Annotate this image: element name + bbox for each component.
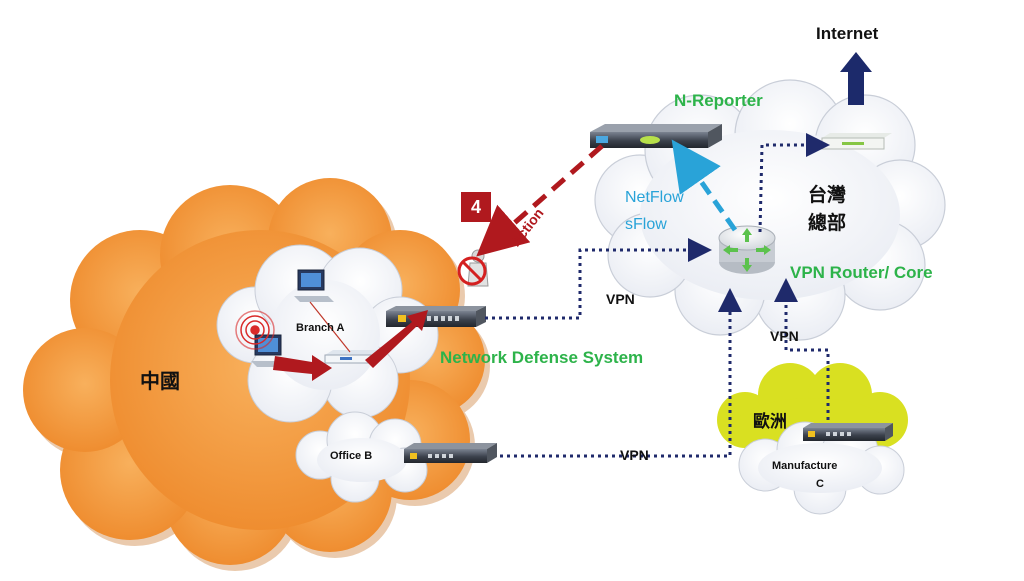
manufacture-c-label: C <box>816 478 824 490</box>
netflow-arrow <box>671 139 738 232</box>
switch-icon <box>821 133 892 150</box>
vpn-links <box>485 133 830 458</box>
internet-label: Internet <box>816 24 879 43</box>
hq-cloud <box>594 79 946 341</box>
manufacture-label: Manufacture <box>772 460 838 472</box>
vpn-label-branch: VPN <box>606 291 635 307</box>
action-arrow <box>476 144 604 257</box>
china-label: 中國 <box>140 371 180 393</box>
computer-icon <box>294 269 334 302</box>
vpn-label-office: VPN <box>620 447 649 463</box>
vpn-label-manufacture: VPN <box>770 328 799 344</box>
netflow-label: NetFlow <box>625 189 684 206</box>
step-number-badge: 4 <box>461 192 491 222</box>
hq-label-line2: 總部 <box>808 213 847 234</box>
router-icon <box>718 225 776 274</box>
sflow-label: sFlow <box>625 216 667 233</box>
branch-a-label: Branch A <box>296 322 345 334</box>
manufacture-device-icon <box>803 423 893 441</box>
server-icon <box>590 124 722 148</box>
n-reporter-label: N-Reporter <box>674 91 763 110</box>
attack-path <box>273 310 428 381</box>
blocked-user-icon <box>457 249 489 287</box>
manufacture-cloud <box>738 421 905 515</box>
europe-label: 歐洲 <box>753 412 787 431</box>
office-b-device-icon <box>404 443 497 463</box>
internet-arrow-icon <box>840 52 872 105</box>
hq-label-line1: 台灣 <box>808 185 847 206</box>
signal-icon <box>235 310 275 350</box>
firewall-icon <box>386 306 486 327</box>
vpn-router-core-label: VPN Router/ Core <box>790 263 933 282</box>
network-defense-system-label: Network Defense System <box>440 348 644 367</box>
office-b-label: Office B <box>330 450 373 462</box>
